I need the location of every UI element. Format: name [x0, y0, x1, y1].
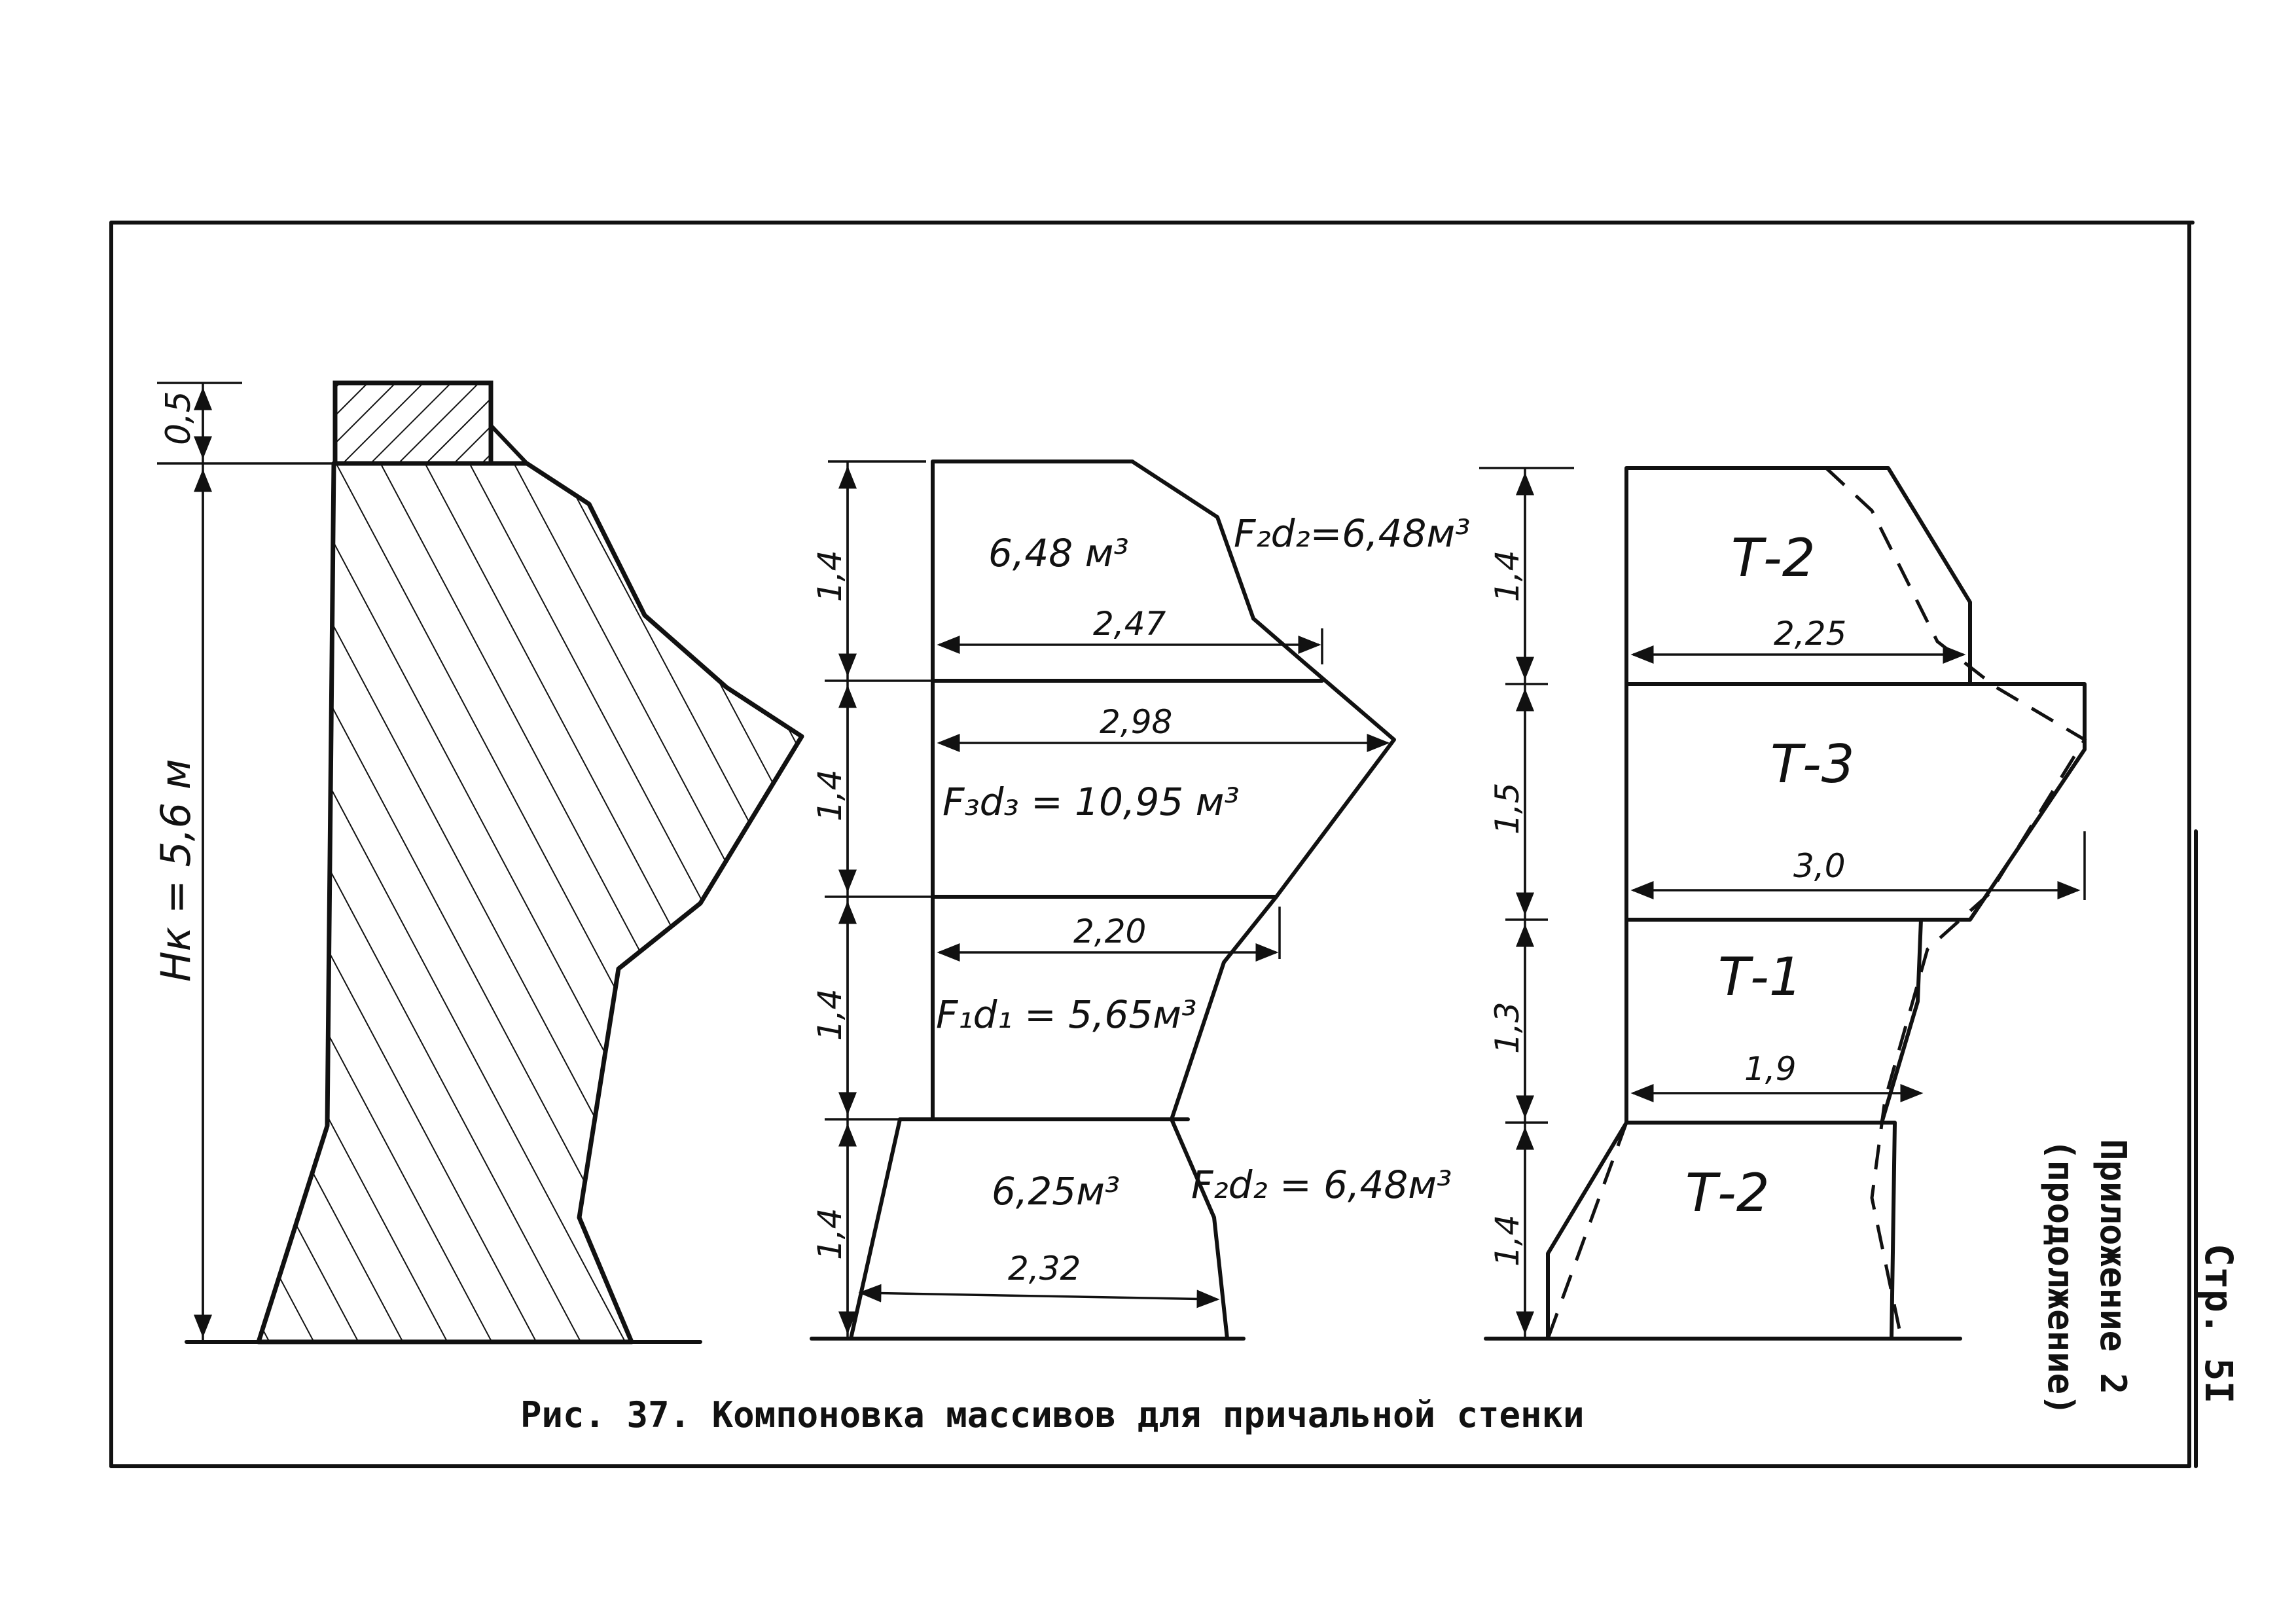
- block-label-T1: Т-1: [1718, 947, 1803, 1007]
- volume-top-side: F₂d₂=6,48м³: [1234, 511, 1470, 556]
- block-T1: [1624, 918, 1923, 1125]
- appendix-subtitle: (продолжение): [2040, 1139, 2081, 1416]
- volume-bottom: 6,25м³: [992, 1169, 1120, 1214]
- profile-dimensions: [157, 382, 337, 1342]
- block-label-T3: Т-3: [1770, 734, 1855, 795]
- volume-top: 6,48 м³: [988, 531, 1129, 575]
- block-label-T2-top: Т-2: [1731, 528, 1816, 588]
- section-height-4: 1,4: [811, 1208, 849, 1260]
- section-width-2: 2,98: [1100, 703, 1172, 741]
- block-T3: [1624, 682, 2087, 922]
- appendix-title: Приложение 2: [2092, 1139, 2134, 1394]
- section-width-4: 2,32: [1008, 1250, 1081, 1288]
- figure-caption: Рис. 37. Компоновка массивов для причаль…: [520, 1394, 1585, 1435]
- block-T2-bottom: [1546, 1121, 1897, 1341]
- sheet-frame: [109, 221, 2198, 1468]
- block-height-2: 1,5: [1488, 782, 1526, 835]
- section-height-3: 1,4: [811, 988, 849, 1041]
- block-width-2: 3,0: [1793, 847, 1846, 885]
- page-label: Стр. 5I: [2197, 1244, 2241, 1403]
- wall-profile: 0,5 Hк = 5,6 м: [152, 380, 804, 1344]
- block-label-T2-bottom: Т-2: [1685, 1163, 1770, 1223]
- section-volumes: 1,4 1,4 1,4 1,4 2,47 2,98 2,20 2,32 6,48…: [810, 460, 1470, 1341]
- block-T2-top: [1624, 466, 1972, 686]
- cap-height-label: 0,5: [159, 391, 198, 445]
- block-height-1: 1,4: [1488, 550, 1526, 602]
- block-layout: 1,4 1,5 1,3 1,4 2,25 3,0 1,9 Т-2 Т-3 Т-1…: [1479, 466, 2087, 1341]
- block-height-4: 1,4: [1488, 1214, 1526, 1267]
- volume-middle: F₃d₃ = 10,95 м³: [942, 780, 1240, 824]
- section-width-3: 2,20: [1073, 912, 1146, 950]
- block-height-dims: [1479, 467, 1574, 1339]
- volume-lower: F₁d₁ = 5,65м³: [936, 992, 1196, 1037]
- section-height-1: 1,4: [811, 550, 849, 602]
- section-outline: [849, 460, 1396, 1341]
- profile-body: [256, 461, 804, 1344]
- block-width-1: 2,25: [1774, 615, 1846, 653]
- section-height-dims: [825, 460, 933, 1339]
- total-height-label: Hк = 5,6 м: [152, 759, 200, 982]
- profile-cap: [332, 380, 493, 466]
- section-height-2: 1,4: [811, 769, 849, 821]
- volume-bottom-side: F₂d₂ = 6,48м³: [1191, 1163, 1452, 1207]
- section-width-1: 2,47: [1093, 605, 1166, 643]
- profile-overlay: [1825, 467, 2087, 1339]
- block-height-3: 1,3: [1488, 1001, 1526, 1054]
- block-width-3: 1,9: [1744, 1050, 1797, 1088]
